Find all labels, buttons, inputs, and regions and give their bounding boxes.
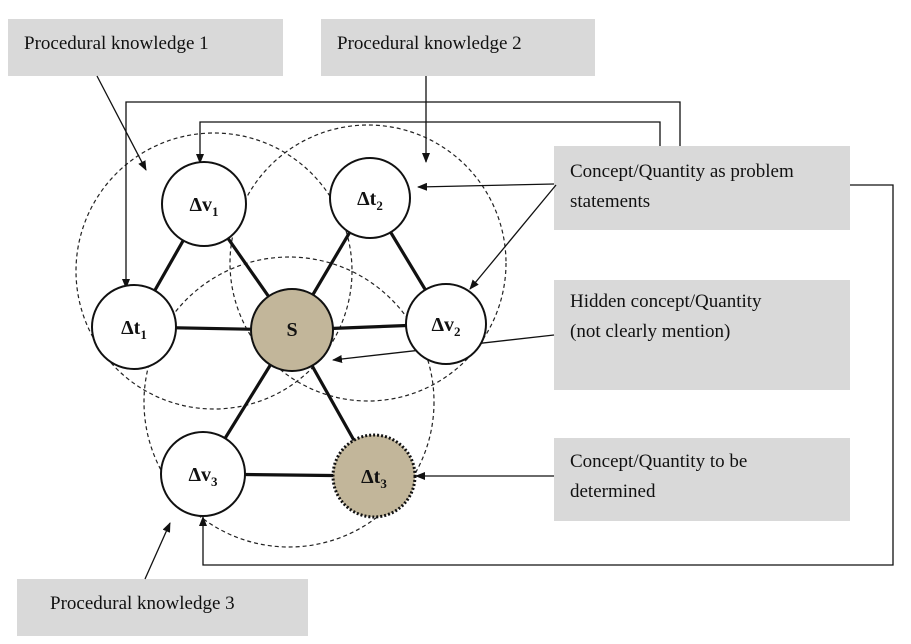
arrow-statements-to-dt1 [122, 101, 681, 289]
arrows [96, 75, 894, 580]
node-dt2: Δt2 [329, 157, 411, 239]
node-s: S [250, 288, 334, 372]
svg-text:Δv3: Δv3 [188, 464, 218, 489]
node-dv2: Δv2 [405, 283, 487, 365]
node-dt3: Δt3 [331, 433, 417, 519]
svg-text:Δv2: Δv2 [431, 314, 460, 339]
procedural-knowledge-3-label: Procedural knowledge 3 [17, 579, 308, 636]
procedural-knowledge-2-text: Procedural knowledge 2 [337, 33, 522, 54]
arrow-statements-to-dv3 [199, 184, 894, 566]
to-be-determined-label: Concept/Quantity to be determined [554, 438, 850, 521]
node-s-main: S [286, 319, 297, 341]
hidden-concept-label: Hidden concept/Quantity (not clearly men… [554, 280, 850, 390]
svg-text:Δv1: Δv1 [189, 194, 218, 219]
arrow-pk3-to-dv3 [144, 522, 171, 580]
node-dv2-sub: 2 [454, 324, 461, 339]
node-dt1-sub: 1 [140, 327, 147, 342]
problem-statements-text-line2: statements [570, 191, 650, 212]
problem-statements-text-line1: Concept/Quantity as problem [570, 161, 794, 182]
procedural-circle-2 [229, 124, 507, 402]
procedural-circle-1 [75, 132, 353, 410]
node-dt1: Δt1 [91, 284, 177, 370]
node-dt2-main: Δt [357, 188, 377, 210]
node-dv2-main: Δv [431, 314, 454, 336]
node-dv1-main: Δv [189, 194, 212, 216]
arrow-statements-to-dv2 [469, 184, 557, 290]
procedural-knowledge-1-label: Procedural knowledge 1 [8, 19, 283, 76]
node-dv1: Δv1 [161, 161, 247, 247]
node-dt1-main: Δt [121, 317, 141, 339]
node-dv1-sub: 1 [212, 204, 219, 219]
svg-text:Δt3: Δt3 [361, 466, 387, 491]
procedural-knowledge-3-text: Procedural knowledge 3 [50, 593, 235, 614]
arrow-statements-to-dv1 [196, 121, 661, 164]
svg-text:Δt1: Δt1 [121, 317, 147, 342]
procedural-knowledge-1-text: Procedural knowledge 1 [24, 33, 209, 54]
node-dv3-sub: 3 [211, 474, 218, 489]
arrow-statements-to-dt2 [417, 182, 555, 191]
to-be-determined-text-line1: Concept/Quantity to be [570, 451, 747, 472]
node-dv3: Δv3 [160, 431, 246, 517]
node-dt2-sub: 2 [376, 198, 383, 213]
to-be-determined-text-line2: determined [570, 481, 656, 502]
node-dt3-sub: 3 [380, 476, 387, 491]
svg-text:Δt2: Δt2 [357, 188, 383, 213]
problem-statements-label: Concept/Quantity as problem statements [554, 146, 850, 230]
hidden-concept-text-line1: Hidden concept/Quantity [570, 291, 762, 312]
node-dv3-main: Δv [188, 464, 211, 486]
procedural-circle-3 [143, 256, 435, 548]
node-dt3-main: Δt [361, 466, 381, 488]
procedural-knowledge-2-label: Procedural knowledge 2 [321, 19, 595, 76]
hidden-concept-text-line2: (not clearly mention) [570, 321, 730, 342]
arrow-pk1-to-dv1 [96, 75, 147, 171]
